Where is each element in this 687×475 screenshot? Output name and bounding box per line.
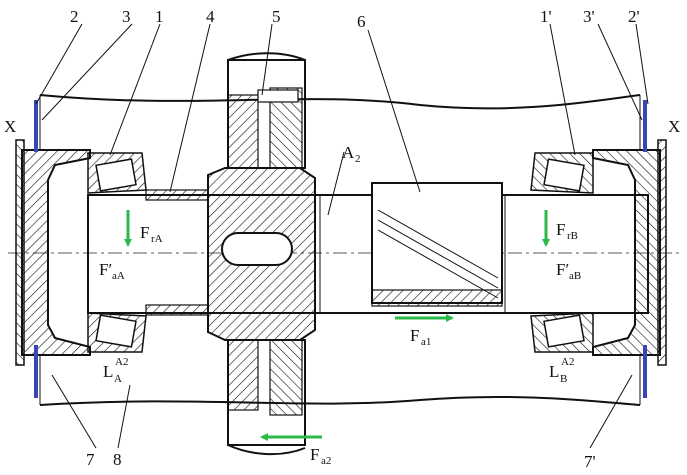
x-marker-left: X: [4, 117, 16, 136]
label-la-sub: A: [114, 373, 122, 385]
label-fa1-sub: a1: [421, 336, 431, 348]
label-la: L: [103, 362, 113, 381]
label-a2-sub: 2: [355, 153, 361, 165]
label-lb-sup: A2: [561, 356, 574, 368]
label-fab-sub: aB: [569, 270, 581, 282]
part-number-8: 8: [113, 450, 122, 469]
part-number-1: 1: [155, 7, 164, 26]
housing-outline: [39, 94, 641, 406]
label-fab: F′: [556, 260, 569, 279]
part-number-3-prime: 3': [583, 7, 595, 26]
label-fa2: F: [310, 445, 319, 464]
label-la-sup: A2: [115, 356, 128, 368]
label-a2: A: [342, 143, 355, 162]
part-number-labels: 2 3 1 4 5 6 1' 3' 2' 7 8 7': [70, 7, 640, 471]
part-number-2: 2: [70, 7, 79, 26]
right-bearing-upper: [530, 152, 594, 194]
spacer-sleeve: [145, 189, 209, 316]
label-lb-sub: B: [560, 373, 567, 385]
part-number-1-prime: 1': [540, 7, 552, 26]
left-bearing-lower: [87, 312, 147, 353]
label-frb-sub: rB: [567, 230, 578, 242]
leader-lines: [35, 23, 649, 449]
label-fa1: F: [410, 326, 419, 345]
part-number-7-prime: 7': [584, 452, 596, 471]
left-bearing-cover: [15, 100, 91, 398]
part-number-3: 3: [122, 7, 131, 26]
label-frb: F: [556, 220, 565, 239]
x-marker-right: X: [668, 117, 680, 136]
worm: [371, 182, 503, 307]
label-fra-sub: rA: [151, 233, 163, 245]
left-bearing-upper: [87, 152, 147, 194]
gear-hub: [207, 52, 316, 456]
force-arrows: [124, 210, 550, 441]
part-number-6: 6: [357, 12, 366, 31]
key-slot: [221, 232, 293, 266]
part-number-4: 4: [206, 7, 215, 26]
label-lb: L: [549, 362, 559, 381]
right-bearing-cover: [592, 100, 667, 398]
right-bearing-lower: [530, 312, 594, 353]
label-fa2-sub: a2: [321, 455, 331, 467]
label-fra: F: [140, 223, 149, 242]
part-number-7: 7: [86, 450, 95, 469]
shaft: [87, 194, 649, 314]
part-number-2-prime: 2': [628, 7, 640, 26]
label-faa-sub: aA: [112, 270, 125, 282]
part-number-5: 5: [272, 7, 281, 26]
label-faa: F′: [99, 260, 112, 279]
